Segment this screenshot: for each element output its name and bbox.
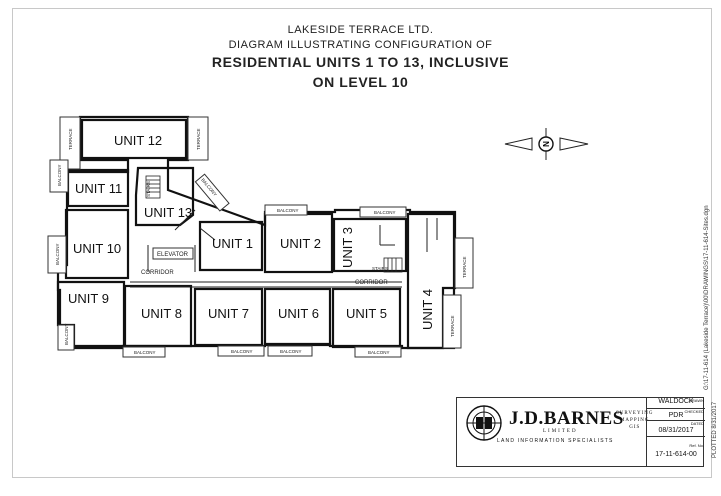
diagram-subtitle: DIAGRAM ILLUSTRATING CONFIGURATION OF — [228, 39, 493, 51]
unit-13-label: UNIT 13 — [144, 205, 192, 220]
title-block-fields: WALDOCK DRAWN PDR CHECKED 08/31/2017 DAT… — [646, 398, 705, 466]
balcony-label: BALCONY — [277, 208, 299, 213]
firm-limited: LIMITED — [543, 429, 578, 434]
balcony-box — [359, 206, 407, 218]
balcony-box — [267, 345, 313, 357]
terrace-label: TERRACE — [462, 256, 467, 278]
balcony-label: BALCONY — [64, 323, 69, 345]
balcony-label: BALCONY — [280, 349, 302, 354]
firm-services: SURVEYING MAPPING GIS — [616, 410, 654, 431]
balcony-box — [47, 235, 67, 274]
date-cell: 08/31/2017 DATED — [647, 421, 705, 437]
terrace-box — [59, 116, 81, 170]
unit-3-walls — [332, 217, 408, 273]
jd-barnes-logo-icon — [466, 405, 502, 441]
unit-6-label: UNIT 6 — [278, 306, 319, 321]
elevator-label: ELEVATOR — [157, 252, 189, 258]
unit-2-label: UNIT 2 — [280, 236, 321, 251]
balcony-label: BALCONY — [134, 350, 156, 355]
balcony-label: BALCONY — [231, 349, 253, 354]
terrace-box — [187, 116, 209, 161]
plotted-text: PLOTTED 8/31/2017 — [712, 401, 718, 458]
unit-1-wall — [199, 227, 216, 241]
balcony-box — [264, 204, 308, 216]
sheet-border — [12, 8, 712, 478]
terrace-box — [442, 294, 462, 349]
ref-tag: Ref. No. — [689, 443, 704, 448]
plan-interior-lines — [130, 209, 438, 288]
terrace-label: TERRACE — [196, 128, 201, 150]
firm-name: J.D.BARNES — [509, 408, 624, 429]
company-name: LAKESIDE TERRACE LTD. — [287, 24, 434, 36]
unit-7-label: UNIT 7 — [208, 306, 249, 321]
balcony-box — [57, 324, 75, 351]
service-item: MAPPING — [619, 418, 650, 423]
terrace-label: TERRACE — [68, 128, 73, 150]
firm-specialists: LAND INFORMATION SPECIALISTS — [497, 438, 614, 444]
date-tag: DATED — [690, 421, 704, 426]
checked-value: PDR — [668, 412, 684, 419]
north-arrow: N — [504, 128, 589, 160]
drawn-tag: DRAWN — [689, 398, 704, 403]
unit-12-label: UNIT 12 — [114, 133, 162, 148]
service-item: GIS — [629, 425, 641, 430]
unit-11-label: UNIT 11 — [75, 181, 122, 196]
unit-8-walls — [123, 284, 193, 348]
north-arrow-icon — [538, 136, 554, 152]
balcony-label: BALCONY — [374, 210, 396, 215]
balcony-label: BALCONY — [57, 164, 62, 186]
balcony-box — [354, 346, 402, 358]
unit-13-wall — [174, 209, 196, 231]
date-value: 08/31/2017 — [658, 427, 694, 434]
unit-9-label: UNIT 9 — [68, 291, 109, 306]
stairs-label: STAIRS — [146, 181, 151, 197]
checked-cell: PDR CHECKED — [647, 409, 705, 421]
diagram-title-line2: ON LEVEL 10 — [312, 74, 409, 90]
ref-value: 17-11-614-00 — [655, 451, 697, 458]
unit-8-label: UNIT 8 — [141, 306, 182, 321]
unit-6-walls — [263, 287, 332, 347]
balcony-box — [217, 345, 265, 357]
corridor-labels: CORRIDOR CORRIDOR ELEVATOR — [141, 252, 388, 286]
corridor-label: CORRIDOR — [355, 280, 388, 286]
unit-4-label: UNIT 4 — [420, 289, 435, 330]
stairs-hatch — [145, 175, 403, 273]
unit-5-label: UNIT 5 — [346, 306, 387, 321]
drawn-value: WALDOCK — [658, 398, 694, 405]
stairs-label: STAIRS — [372, 266, 388, 271]
checked-tag: CHECKED — [684, 409, 704, 414]
ref-cell: 17-11-614-00 Ref. No. — [647, 437, 705, 466]
file-path-text: G:\17-11-614 (Lakeside Terrace)\00\DRAWI… — [704, 205, 710, 390]
north-label: N — [542, 141, 551, 147]
diagonal-balcony — [194, 173, 230, 212]
unit-1-label: UNIT 1 — [212, 236, 253, 251]
unit-labels: UNIT 12 UNIT 11 UNIT 10 UNIT 9 UNIT 13 U… — [68, 133, 435, 330]
diagram-title-line1: RESIDENTIAL UNITS 1 TO 13, INCLUSIVE — [211, 54, 510, 70]
balcony-label: BALCONY — [55, 243, 60, 265]
title-block: J.D.BARNES LIMITED SURVEYING MAPPING GIS… — [456, 397, 705, 467]
terrace-label: TERRACE — [450, 315, 455, 337]
plan-walls — [56, 115, 457, 350]
balcony-label: BALCONY — [368, 350, 390, 355]
unit-1-walls — [198, 220, 264, 272]
unit-12-walls — [80, 118, 188, 160]
drawn-cell: WALDOCK DRAWN — [647, 398, 705, 409]
unit-4-walls — [406, 212, 456, 350]
small-labels: TERRACE TERRACE BALCONY BALCONY BALCONY … — [55, 128, 467, 355]
unit-3-label: UNIT 3 — [340, 227, 355, 268]
corridor-label: CORRIDOR — [141, 270, 174, 276]
service-item: SURVEYING — [616, 411, 654, 416]
terrace-box — [454, 237, 474, 289]
unit-7-walls — [193, 287, 264, 347]
balcony-box — [49, 159, 69, 193]
unit-10-label: UNIT 10 — [73, 241, 121, 256]
building-outline — [56, 115, 457, 350]
balcony-boxes — [47, 116, 474, 358]
elevator-box — [152, 247, 194, 260]
balcony-box — [122, 346, 166, 358]
